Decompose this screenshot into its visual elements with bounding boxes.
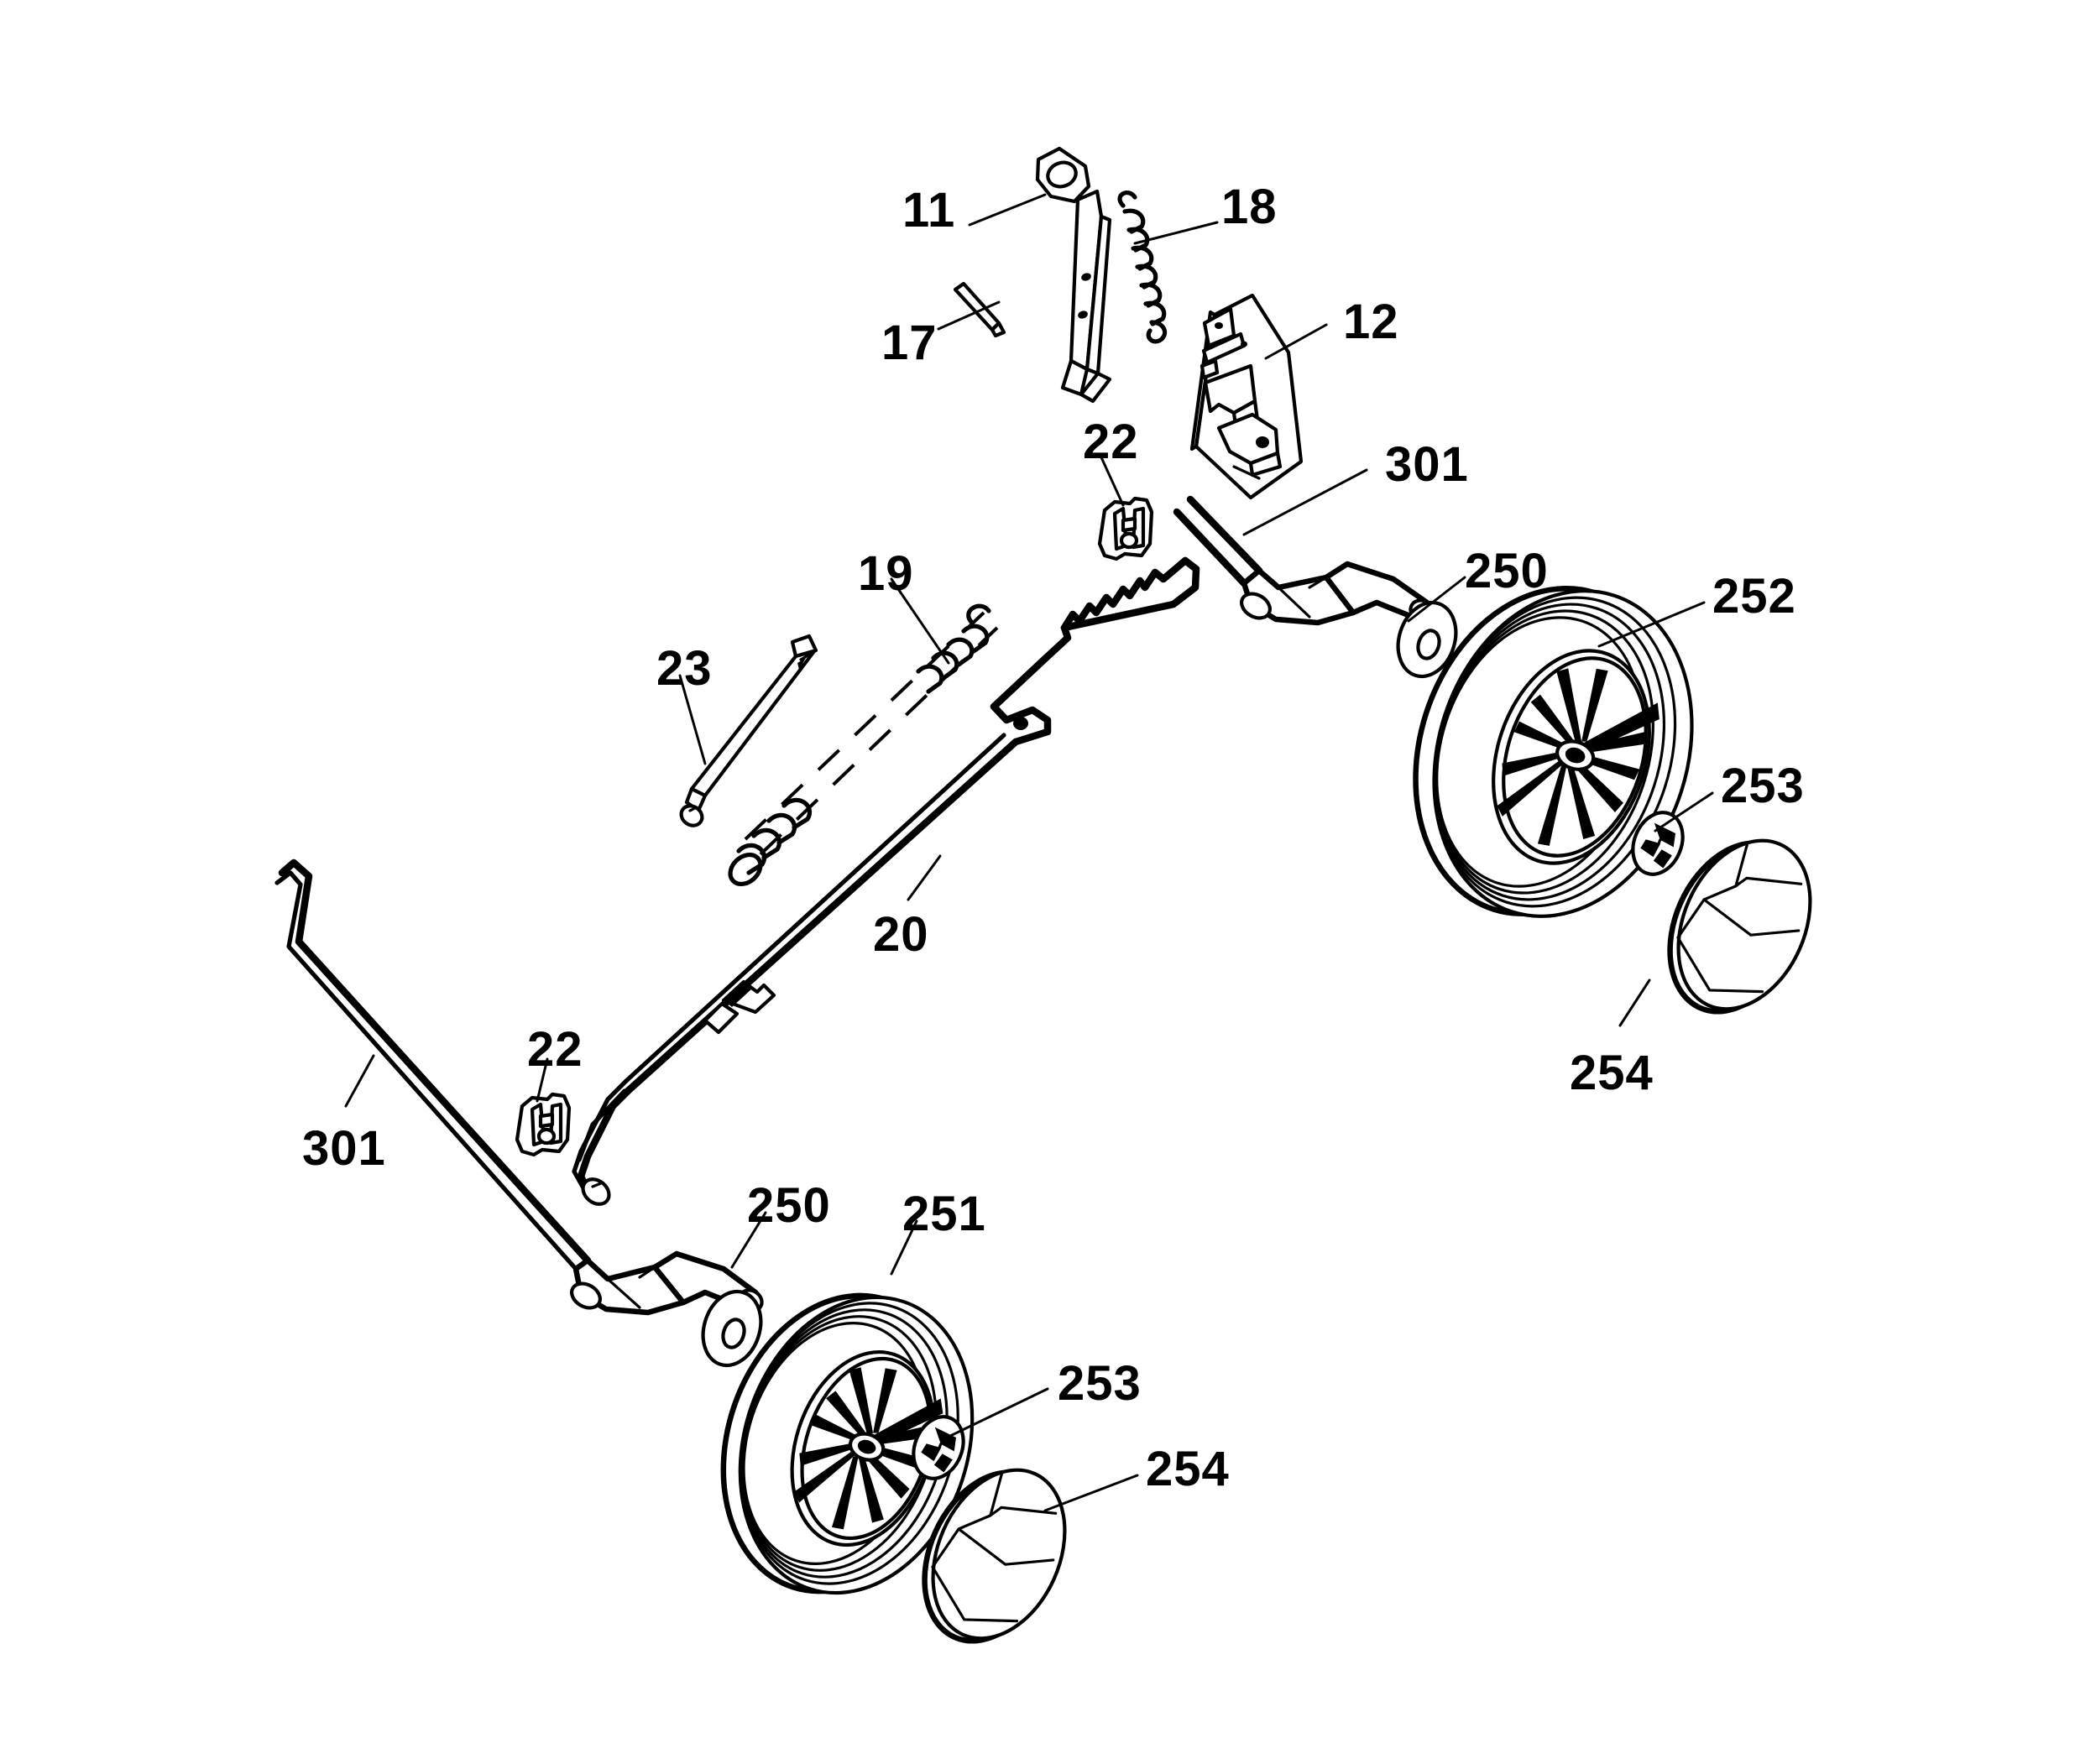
- part-17-pin: [953, 281, 1006, 338]
- callout-label-17: 17: [881, 316, 938, 370]
- callout-label-301-right: 301: [1385, 437, 1469, 492]
- spring-coils-lower: [728, 797, 812, 887]
- part-254-hub-cap-left: [922, 1468, 1067, 1644]
- callout-label-254-right: 254: [1570, 1046, 1654, 1100]
- callout-label-22-upper: 22: [1083, 415, 1139, 469]
- part-252-rear-wheel-right: [1413, 585, 1694, 918]
- part-301-axle-rod-right: [1173, 495, 1435, 626]
- callout-label-301-left: 301: [302, 1121, 386, 1176]
- callout-label-253-left: 253: [1058, 1356, 1142, 1411]
- callout-label-12: 12: [1343, 295, 1399, 349]
- part-301-axle-rod-left: [274, 859, 764, 1316]
- callout-label-253-right: 253: [1721, 759, 1805, 813]
- part-18-torsion-spring: [1117, 190, 1168, 344]
- callout-label-250-right: 250: [1465, 544, 1549, 598]
- part-12-bracket-housing: [1189, 293, 1304, 500]
- part-250-flat-washer-left: [701, 1289, 763, 1368]
- part-253-retaining-clip-left: [912, 1415, 965, 1480]
- callout-label-22-lower: 22: [527, 1022, 583, 1077]
- callout-label-11: 11: [902, 183, 956, 237]
- part-19-compression-spring: [728, 603, 999, 887]
- callout-label-18: 18: [1221, 180, 1278, 234]
- callout-label-19: 19: [858, 546, 914, 601]
- callout-label-251: 251: [902, 1187, 986, 1241]
- part-23-adjuster-rod: [679, 634, 818, 827]
- callout-label-20: 20: [873, 907, 929, 962]
- callout-label-23: 23: [656, 641, 713, 696]
- part-11-lever-arm: [1035, 146, 1112, 404]
- callout-label-250-left: 250: [747, 1178, 831, 1233]
- wheel-spokes-left: [793, 1367, 943, 1530]
- spring-coils-upper: [916, 603, 991, 694]
- part-250-flat-washer-right: [1396, 600, 1458, 679]
- part-254-hub-cap-right: [1667, 838, 1812, 1015]
- part-22-cable-clip-upper: [1097, 496, 1154, 561]
- callout-leader-lines: [344, 193, 1714, 1512]
- wheel-spokes-right: [1497, 668, 1659, 846]
- part-22-cable-clip-lower: [515, 1092, 572, 1157]
- callout-label-252: 252: [1712, 569, 1796, 624]
- callout-label-254-left: 254: [1146, 1442, 1230, 1496]
- part-20-link-bar: [572, 556, 1200, 1206]
